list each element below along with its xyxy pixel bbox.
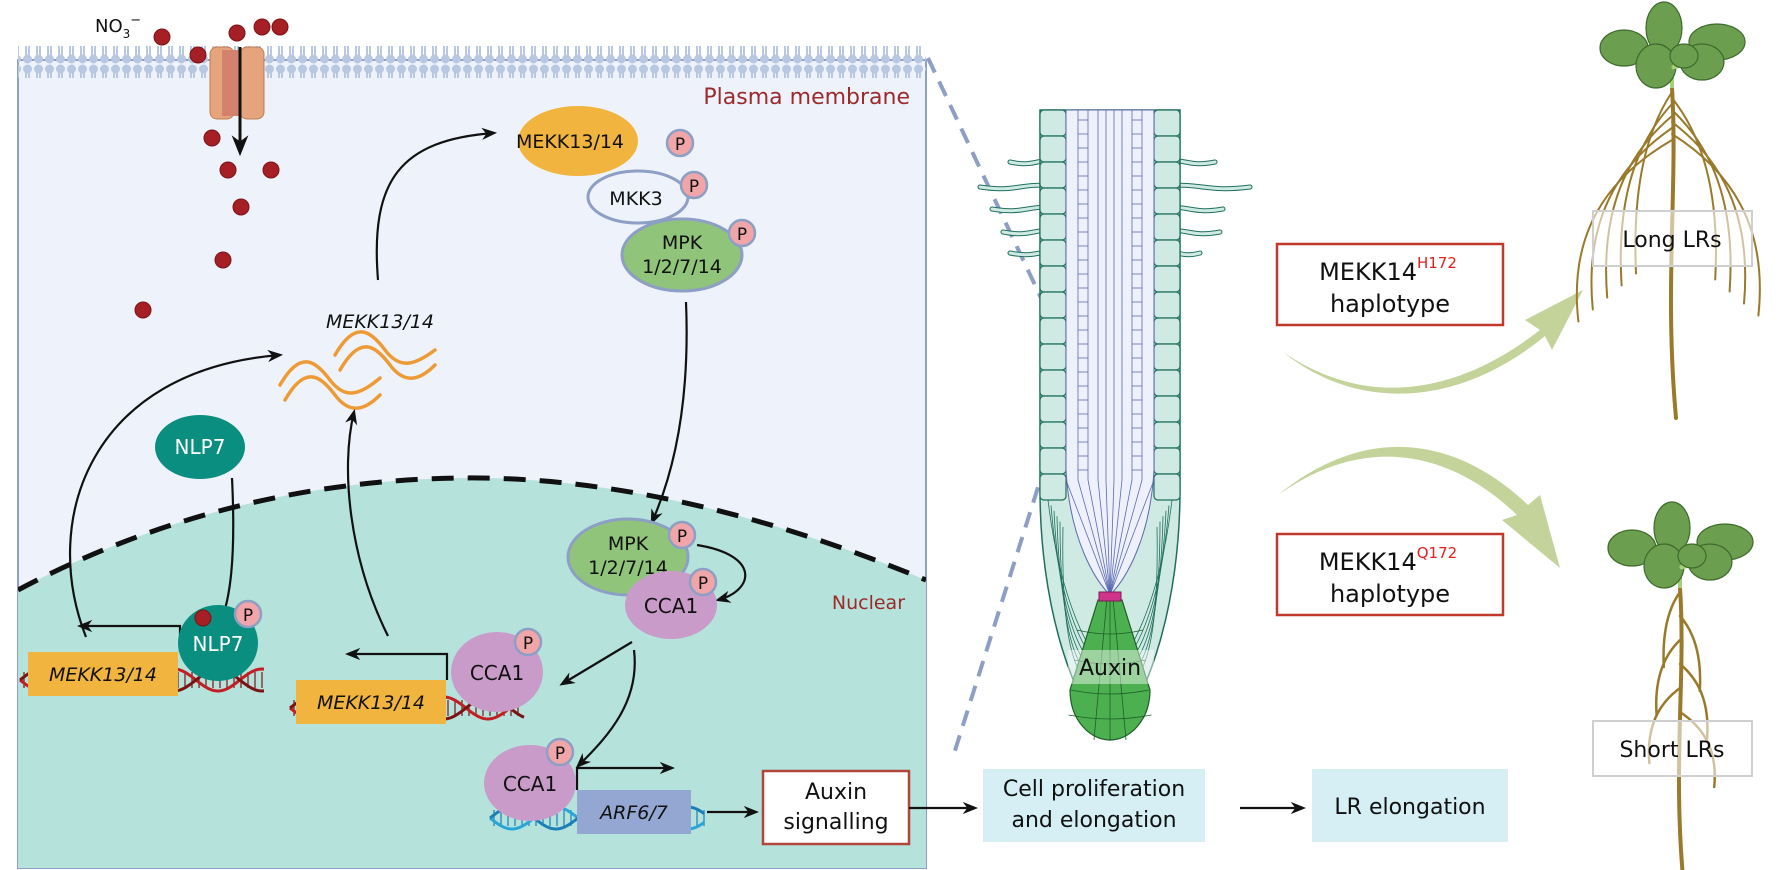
phospho-badge: P	[233, 599, 263, 629]
svg-text:MEKK13/14: MEKK13/14	[516, 131, 624, 153]
svg-text:and elongation: and elongation	[1011, 808, 1176, 833]
cell-panel: Plasma membrane Nuclear	[17, 46, 927, 869]
nitrate-ion	[153, 28, 171, 46]
svg-text:MKK3: MKK3	[609, 188, 662, 210]
svg-text:NLP7: NLP7	[175, 435, 226, 459]
root-auxin-label: Auxin	[1079, 656, 1141, 681]
svg-text:MPK: MPK	[608, 533, 649, 555]
gene-box-mid: MEKK13/14	[296, 680, 446, 724]
nitrate-label: NO3−	[95, 13, 141, 41]
arrow-mpk-to-nucleus	[650, 301, 688, 525]
nitrate-ions	[134, 18, 289, 319]
arrow-mrna-to-protein	[375, 127, 498, 281]
transcription-arrow-mid	[344, 647, 449, 680]
svg-text:CCA1: CCA1	[470, 661, 524, 685]
nitrate-transporter	[209, 46, 265, 157]
nitrate-ion	[214, 251, 232, 269]
long-lrs-label: Long LRs	[1592, 210, 1753, 267]
plasma-membrane	[18, 46, 926, 78]
svg-text:P: P	[675, 135, 685, 155]
nitrate-ion	[253, 18, 271, 36]
svg-text:haplotype: haplotype	[1330, 290, 1450, 318]
svg-text:MPK: MPK	[662, 232, 703, 254]
plant-short-lrs	[1607, 501, 1754, 870]
pathway-arrows	[68, 127, 747, 769]
mekk-protein: MEKK13/14	[516, 106, 638, 176]
lr-elongation-box: LR elongation	[1312, 769, 1508, 842]
svg-text:ARF6/7: ARF6/7	[598, 802, 668, 824]
transcription-arrow-arf	[575, 761, 676, 790]
svg-text:Short LRs: Short LRs	[1619, 738, 1724, 763]
nitrate-ion	[228, 24, 246, 42]
phospho-badge: P	[727, 218, 757, 248]
gene-box-arf: ARF6/7	[577, 790, 691, 834]
mekk-mrna	[278, 330, 437, 410]
svg-text:P: P	[689, 177, 699, 197]
svg-text:Cell proliferation: Cell proliferation	[1003, 777, 1185, 802]
svg-text:Long LRs: Long LRs	[1622, 228, 1721, 253]
gene-box-left: MEKK13/14	[28, 652, 178, 696]
svg-text:CCA1: CCA1	[503, 772, 557, 796]
haplotype-q172-box: MEKK14Q172 haplotype	[1275, 532, 1505, 617]
arrow-cca1-to-mid	[559, 641, 633, 686]
phospho-badge: P	[513, 627, 543, 657]
nuclear-label: Nuclear	[832, 592, 905, 614]
svg-text:MEKK14H172: MEKK14H172	[1319, 254, 1457, 286]
mrna-label: MEKK13/14	[326, 311, 434, 333]
cell-proliferation-box: Cell proliferation and elongation	[983, 769, 1205, 842]
svg-text:P: P	[555, 744, 565, 764]
svg-text:CCA1: CCA1	[644, 594, 698, 618]
phospho-badge: P	[665, 128, 695, 158]
nitrate-ion	[262, 161, 280, 179]
svg-text:P: P	[698, 574, 708, 594]
svg-text:Auxin: Auxin	[805, 780, 867, 805]
green-arrow-down	[1278, 446, 1560, 568]
nitrate-ion	[271, 18, 289, 36]
nlp7-protein: NLP7	[155, 415, 245, 479]
nitrate-ion	[219, 161, 237, 179]
short-lrs-label: Short LRs	[1592, 720, 1753, 777]
svg-text:MEKK13/14: MEKK13/14	[317, 692, 425, 714]
svg-text:LR elongation: LR elongation	[1334, 795, 1485, 820]
svg-text:P: P	[737, 225, 747, 245]
svg-text:signalling: signalling	[783, 810, 888, 835]
phospho-badge: P	[688, 567, 718, 597]
svg-text:1/2/7/14: 1/2/7/14	[642, 256, 722, 278]
nitrate-ion	[194, 609, 212, 627]
mpk-protein: MPK 1/2/7/14	[620, 217, 744, 293]
arrow-cca1-to-bottom	[575, 649, 636, 769]
phospho-badge: P	[545, 737, 575, 767]
svg-text:P: P	[523, 634, 533, 654]
svg-text:MEKK14Q172: MEKK14Q172	[1319, 544, 1457, 576]
nitrate-ion	[203, 129, 221, 147]
arrow-mpk-phosphorylates-cca1	[696, 543, 747, 603]
nitrate-ion	[134, 301, 152, 319]
nitrate-ion	[232, 198, 250, 216]
arrow-left-gene-to-mrna	[68, 349, 284, 638]
svg-text:1/2/7/14: 1/2/7/14	[588, 557, 668, 579]
svg-text:NLP7: NLP7	[193, 632, 244, 656]
auxin-signalling-box: Auxin signalling	[761, 769, 911, 846]
arrow-mid-gene-to-mrna	[345, 409, 389, 637]
phospho-badge: P	[667, 520, 697, 550]
membrane-label: Plasma membrane	[703, 85, 910, 110]
svg-text:haplotype: haplotype	[1330, 580, 1450, 608]
svg-text:P: P	[677, 527, 687, 547]
phospho-badge: P	[679, 170, 709, 200]
svg-text:MEKK13/14: MEKK13/14	[49, 664, 157, 686]
haplotype-h172-box: MEKK14H172 haplotype	[1275, 242, 1505, 327]
root-illustration	[977, 109, 1253, 742]
nitrate-ion	[189, 46, 207, 64]
mkk3-protein: MKK3	[586, 169, 690, 225]
svg-text:P: P	[243, 606, 253, 626]
